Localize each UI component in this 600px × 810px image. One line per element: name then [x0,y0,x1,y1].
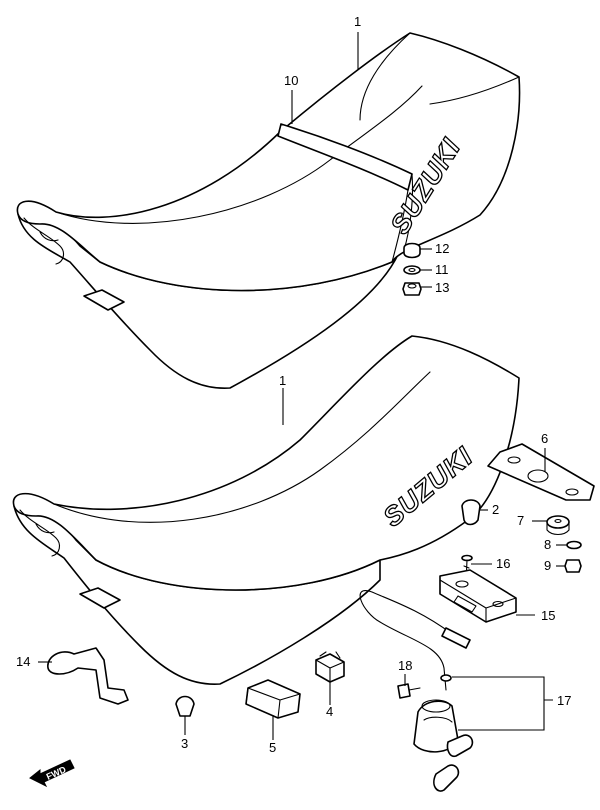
nut-part-13 [402,282,422,296]
callout-7: 7 [517,513,524,528]
seat-strap-side [391,173,414,263]
forward-direction-arrow: FWD [29,759,75,788]
callout-3: 3 [181,736,188,751]
key-2 [433,764,460,792]
callout-15: 15 [541,608,555,623]
washer-part-8 [566,540,582,550]
rear-bracket-plate [487,443,595,501]
callout-labels: 1 10 12 11 13 1 6 2 7 8 9 16 15 14 18 17… [16,14,571,755]
callout-1-upper: 1 [354,14,361,29]
lower-seat-front-hook [19,509,61,557]
lower-seat-cushion [12,335,520,591]
callout-1-lower: 1 [279,373,286,388]
grommet-part-7 [546,515,570,536]
upper-fasteners [402,242,422,296]
washer-part-11-hole [408,267,416,273]
clip-part-3 [175,695,195,717]
nut-part-9 [564,559,582,573]
callout-5: 5 [269,740,276,755]
lower-seat-assembly: SUZUKI [12,335,520,685]
upper-seat-tab [83,289,125,311]
rear-bracket-ring [527,469,549,483]
callout-10: 10 [284,73,298,88]
callout-8: 8 [544,537,551,552]
lower-seat-tab [79,587,121,609]
rear-bracket-slot-2 [565,488,579,496]
callout-4: 4 [326,704,333,719]
seat-lock-cable-part-17 [359,590,474,792]
callout-11: 11 [435,262,449,277]
callout-2: 2 [492,502,499,517]
seat-lock-part-15 [439,569,517,623]
callout-12: 12 [435,241,449,256]
upper-seat-assembly: SUZUKI [16,32,521,389]
leader-lines [38,32,567,740]
connector-part-4 [315,651,345,683]
callout-6: 6 [541,431,548,446]
callout-13: 13 [435,280,449,295]
upper-seat-tail [359,32,520,121]
rear-bracket-slot-1 [507,456,521,464]
cushion-part-12 [403,242,421,259]
callout-18: 18 [398,658,412,673]
pad-part-5-edge [245,687,301,719]
rear-bracket-part-6 [487,443,595,501]
nut-part-13-hole [407,283,417,289]
upper-seat-cushion [16,32,521,292]
upper-seat-ridge [55,85,423,224]
callout-14: 14 [16,654,30,669]
lower-seat-ridge [53,371,431,523]
washer-part-11 [403,265,421,275]
fwd-label: FWD [45,764,68,782]
callout-16: 16 [496,556,510,571]
callout-9: 9 [544,558,551,573]
upper-seat-front-hook [23,217,65,265]
hook-bracket-part-14 [47,647,129,705]
pad-part-5 [245,679,301,719]
key-1 [446,734,474,758]
cushion-part-2 [461,499,481,526]
callout-17: 17 [557,693,571,708]
bolt-part-18 [397,683,421,699]
